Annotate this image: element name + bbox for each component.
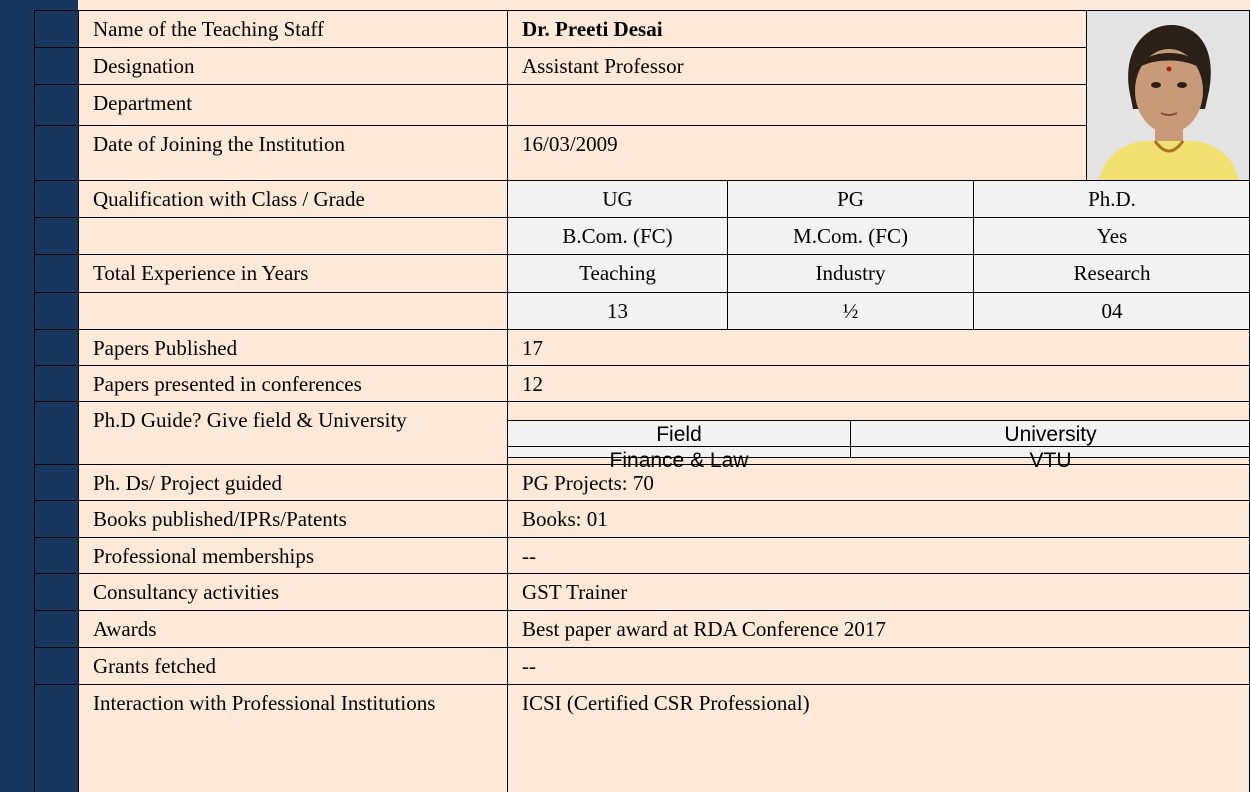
nav-cell — [34, 500, 78, 537]
empty-label — [78, 217, 507, 254]
nav-cell — [34, 610, 78, 647]
grid-value: M.Com. (FC) — [727, 217, 973, 254]
field-label: Qualification with Class / Grade — [78, 180, 507, 217]
grid-header: Teaching — [507, 254, 727, 292]
nav-cell — [34, 10, 78, 47]
nav-cell — [34, 292, 78, 329]
grid-header: PG — [727, 180, 973, 217]
nav-cell — [34, 180, 78, 217]
field-value: 16/03/2009 — [507, 125, 1086, 180]
guide-header: Field — [507, 420, 850, 446]
field-label: Professional memberships — [78, 537, 507, 573]
field-value: ICSI (Certified CSR Professional) — [507, 684, 1250, 792]
nav-cell — [34, 47, 78, 84]
nav-cell — [34, 401, 78, 464]
staff-name: Dr. Preeti Desai — [507, 10, 1086, 47]
field-label: Department — [78, 84, 507, 125]
nav-cell — [34, 573, 78, 610]
nav-cell — [34, 254, 78, 292]
nav-cell — [34, 464, 78, 500]
grid-header: Research — [973, 254, 1250, 292]
grid-value: 13 — [507, 292, 727, 329]
guide-value: Finance & Law — [507, 446, 850, 472]
nav-cell — [34, 84, 78, 125]
nav-cell — [34, 217, 78, 254]
field-value: Books: 01 — [507, 500, 1250, 537]
field-value — [507, 84, 1086, 125]
field-label: Total Experience in Years — [78, 254, 507, 292]
grid-value: 04 — [973, 292, 1250, 329]
grid-header: UG — [507, 180, 727, 217]
grid-value: ½ — [727, 292, 973, 329]
field-label: Papers presented in conferences — [78, 365, 507, 401]
field-label: Designation — [78, 47, 507, 84]
guide-header: University — [850, 420, 1250, 446]
grid-value: Yes — [973, 217, 1250, 254]
nav-cell — [34, 125, 78, 180]
nav-cell — [34, 647, 78, 684]
field-label: Consultancy activities — [78, 573, 507, 610]
grid-header: Industry — [727, 254, 973, 292]
field-label: Grants fetched — [78, 647, 507, 684]
field-label: Books published/IPRs/Patents — [78, 500, 507, 537]
field-label: Papers Published — [78, 329, 507, 365]
field-value: Best paper award at RDA Conference 2017 — [507, 610, 1250, 647]
field-label: Ph. Ds/ Project guided — [78, 464, 507, 500]
grid-header: Ph.D. — [973, 180, 1250, 217]
guide-value: VTU — [850, 446, 1250, 472]
field-value: -- — [507, 537, 1250, 573]
field-value: GST Trainer — [507, 573, 1250, 610]
nav-cell — [34, 537, 78, 573]
field-value: PG Projects: 70 — [507, 464, 1250, 500]
field-value: Assistant Professor — [507, 47, 1086, 84]
field-label: Awards — [78, 610, 507, 647]
empty-label — [78, 292, 507, 329]
nav-cell — [34, 329, 78, 365]
field-label: Ph.D Guide? Give field & University — [78, 401, 507, 464]
grid-value: B.Com. (FC) — [507, 217, 727, 254]
field-value: -- — [507, 647, 1250, 684]
portrait-image — [1087, 11, 1250, 180]
nav-cell — [34, 684, 78, 792]
field-value: 17 — [507, 329, 1250, 365]
field-label: Name of the Teaching Staff — [78, 10, 507, 47]
staff-photo — [1086, 10, 1250, 180]
field-label: Interaction with Professional Institutio… — [78, 684, 507, 792]
field-value: 12 — [507, 365, 1250, 401]
field-label: Date of Joining the Institution — [78, 125, 507, 180]
nav-cell — [34, 365, 78, 401]
